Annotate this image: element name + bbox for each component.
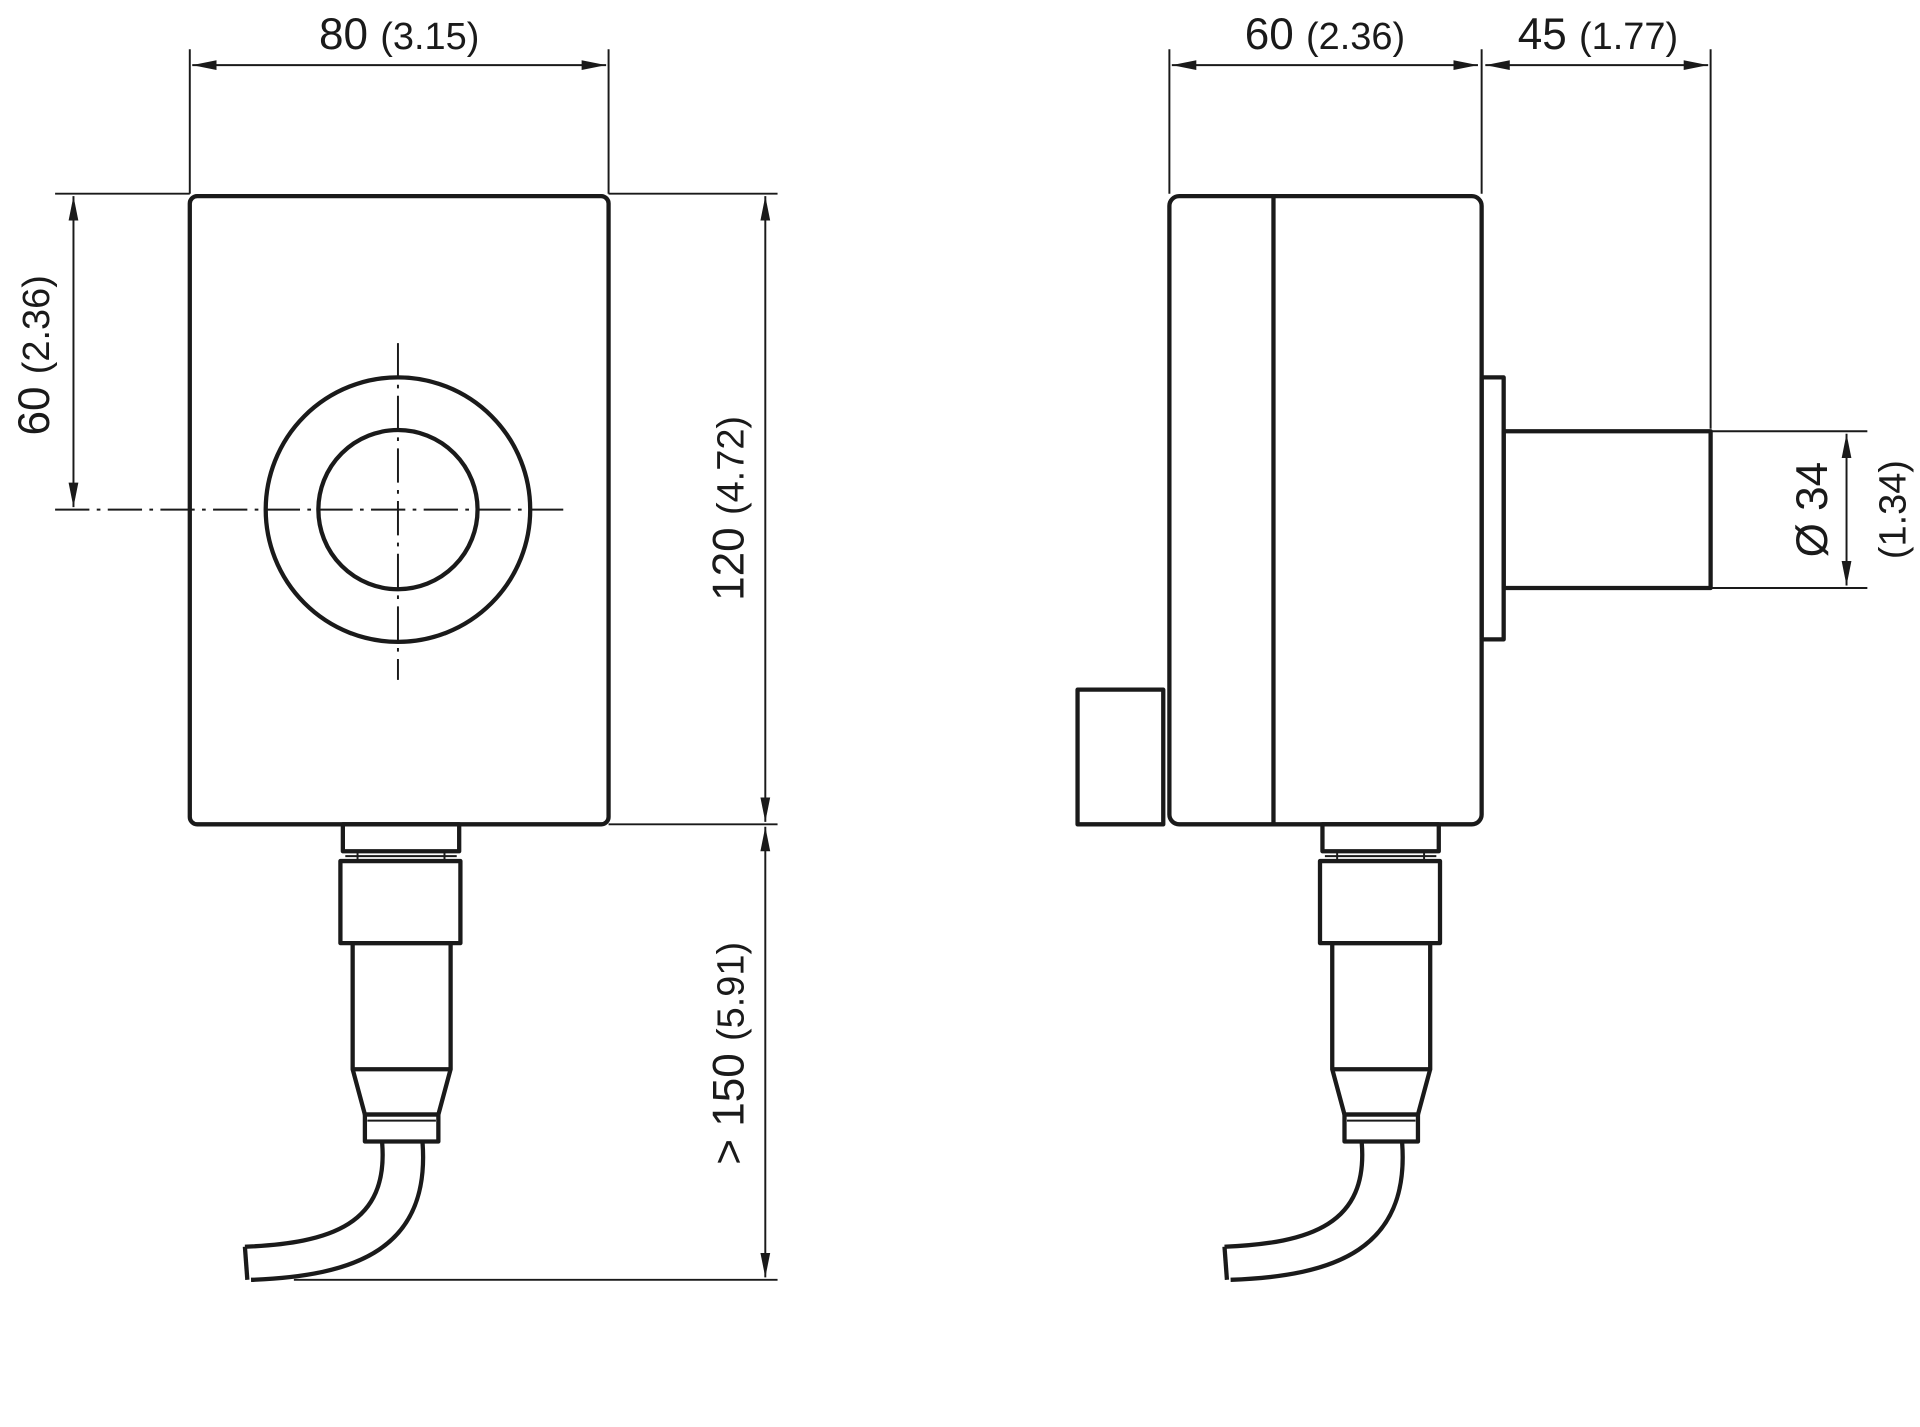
cable-length-dimension-label: > 150 (5.91) <box>704 942 753 1165</box>
height-dimension-label: 120 (4.72) <box>704 416 753 601</box>
depth-dimension-label: 60 (2.36) <box>1245 10 1405 59</box>
shaft-diameter-inch-label: (1.34) <box>1872 460 1914 559</box>
connector-cable-front <box>245 824 461 1280</box>
side-view: 60 (2.36) 45 (1.77) Ø 34 (1.34) <box>1075 10 1914 1280</box>
housing-side <box>1167 194 1484 827</box>
shaft-flange <box>1479 375 1506 642</box>
shaft-length-dimension-label: 45 (1.77) <box>1518 10 1678 59</box>
front-view: 80 (3.15) 60 (2.36) 120 (4.72) > 150 (5.… <box>10 10 778 1280</box>
center-height-dimension-label: 60 (2.36) <box>10 275 59 435</box>
width-dimension-label: 80 (3.15) <box>319 10 479 59</box>
shaft-diameter-dimension-label: Ø 34 <box>1788 462 1837 558</box>
shaft <box>1501 429 1713 591</box>
side-block <box>1075 687 1166 827</box>
connector-cable-side <box>1224 824 1440 1280</box>
